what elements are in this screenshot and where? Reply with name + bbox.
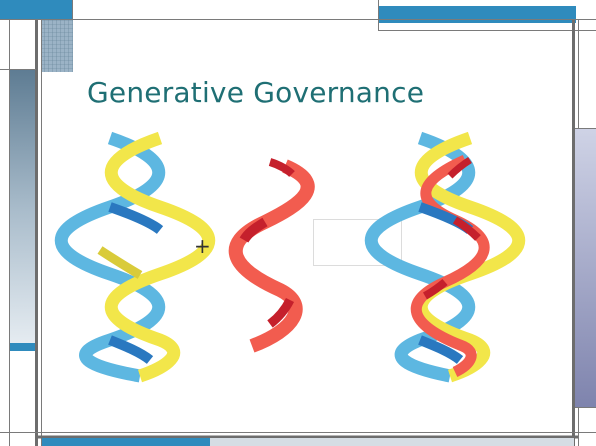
left-accent-bar [9, 343, 37, 351]
dna-triple-helix-icon [365, 131, 525, 383]
right-gradient-bar [575, 128, 596, 408]
top-right-accent-bar [378, 6, 576, 23]
grid-texture [41, 20, 73, 72]
left-gradient-bar [9, 70, 37, 350]
plus-operator: + [194, 234, 211, 258]
bottom-accent-bar [42, 438, 210, 446]
single-red-strand-icon [228, 158, 315, 353]
dna-double-helix-icon [55, 131, 215, 383]
slide-title: Generative Governance [87, 76, 425, 109]
top-left-accent-bar [0, 0, 72, 19]
